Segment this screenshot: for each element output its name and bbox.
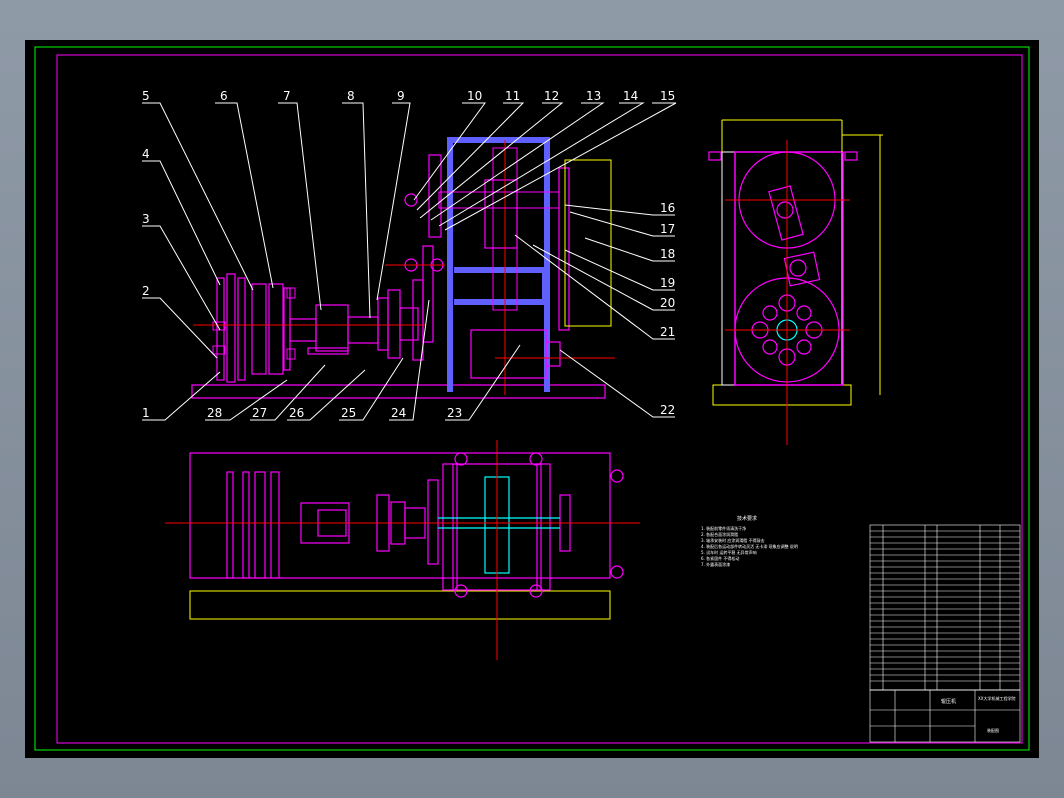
parts-list [869,524,1021,691]
label-27: 27 [252,406,267,420]
tech-notes-title: 技术要求 [737,515,757,522]
inner-frame [56,54,1023,744]
label-8: 8 [347,89,355,103]
outer-frame [34,46,1030,751]
label-5: 5 [142,89,150,103]
tech-note-1: 1. 装配前零件须清洗干净 [701,525,746,531]
title-block [869,689,1021,743]
label-28: 28 [207,406,222,420]
label-7: 7 [283,89,291,103]
leader-lines [142,102,677,421]
cad-viewport[interactable]: 5 6 7 8 9 10 11 12 13 14 15 4 3 2 1 16 1… [25,40,1039,758]
label-22: 22 [660,403,675,417]
label-26: 26 [289,406,304,420]
top-view [189,452,624,620]
label-25: 25 [341,406,356,420]
label-1: 1 [142,406,150,420]
label-17: 17 [660,222,675,236]
label-9: 9 [397,89,405,103]
label-15: 15 [660,89,675,103]
technical-notes: 技术要求 1. 装配前零件须清洗干净 2. 各配合面涂润滑脂 3. 轴承安装时 … [701,515,798,567]
drawing-title: 辊压机 [941,698,956,705]
title-block-text: 辊压机 XX大学机械工程学院 装配图 [941,695,1015,733]
assembly-drawing: 5 6 7 8 9 10 11 12 13 14 15 4 3 2 1 16 1… [34,46,1030,751]
label-12: 12 [544,89,559,103]
label-4: 4 [142,147,150,161]
side-centerlines [725,140,850,445]
drawing-number: 装配图 [987,727,999,733]
label-6: 6 [220,89,228,103]
part-numbers: 5 6 7 8 9 10 11 12 13 14 15 4 3 2 1 16 1… [142,89,675,420]
label-11: 11 [505,89,520,103]
tech-note-4: 4. 装配后各运动部件转动灵活 无卡滞 现象应调整 说明 [701,543,798,549]
tech-note-6: 6. 各紧固件 不得松动 [701,555,739,561]
school-name: XX大学机械工程学院 [978,695,1015,701]
front-view [191,137,612,399]
label-19: 19 [660,276,675,290]
label-20: 20 [660,296,675,310]
label-14: 14 [623,89,638,103]
label-16: 16 [660,201,675,215]
tech-note-7: 7. 外露表面涂漆 [701,561,730,567]
label-21: 21 [660,325,675,339]
label-24: 24 [391,406,406,420]
tech-note-3: 3. 轴承安装时 应涂润滑脂 不得敲击 [701,537,765,543]
side-view [708,119,883,406]
front-centerlines [193,140,615,395]
label-3: 3 [142,212,150,226]
label-2: 2 [142,284,150,298]
label-23: 23 [447,406,462,420]
label-18: 18 [660,247,675,261]
tech-note-2: 2. 各配合面涂润滑脂 [701,531,738,537]
label-10: 10 [467,89,482,103]
label-13: 13 [586,89,601,103]
top-centerlines [165,440,640,660]
tech-note-5: 5. 试车时 运转平稳 无异常声响 [701,549,757,555]
